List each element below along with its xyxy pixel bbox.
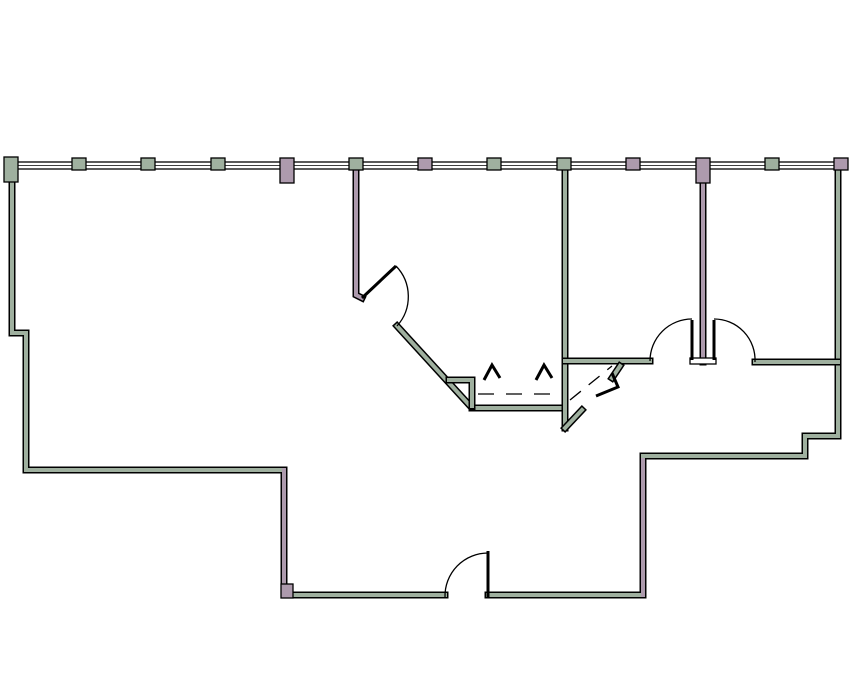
column	[140, 157, 156, 171]
door-closet-angled	[569, 365, 620, 401]
column	[764, 157, 780, 171]
exterior-wall	[8, 164, 842, 599]
column	[556, 157, 572, 171]
column	[625, 157, 641, 171]
column	[348, 157, 364, 171]
door-office-1	[360, 264, 409, 327]
closet-bifold-doors	[478, 361, 562, 395]
column	[695, 157, 711, 184]
door-office-4	[712, 318, 756, 363]
column	[3, 156, 19, 183]
column	[210, 157, 226, 171]
door-office-3	[649, 318, 694, 362]
column	[486, 157, 502, 171]
column	[417, 157, 433, 171]
columns	[3, 156, 849, 599]
interior-walls	[352, 164, 842, 433]
door-entrance	[444, 551, 490, 598]
doors	[360, 264, 756, 598]
column	[280, 583, 294, 599]
column	[279, 157, 295, 184]
column	[71, 157, 87, 171]
column	[833, 157, 849, 171]
